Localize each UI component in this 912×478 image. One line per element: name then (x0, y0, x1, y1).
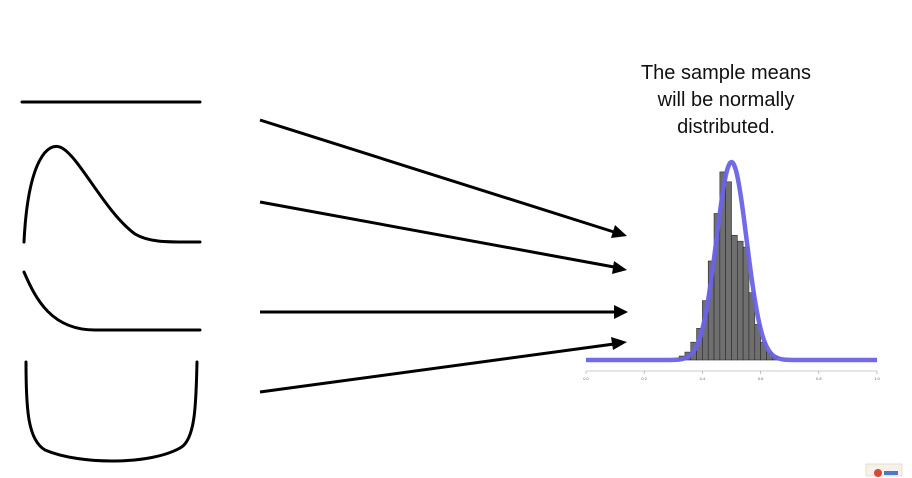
sample-means-histogram: 0.0 0.2 0.4 0.6 0.8 1.0 (583, 159, 881, 381)
histogram-bar (725, 181, 732, 361)
histogram-x-ticks: 0.0 0.2 0.4 0.6 0.8 1.0 (583, 371, 881, 381)
arrow-exponential (260, 305, 628, 319)
x-tick-label: 0.4 (700, 376, 706, 381)
population-distributions (20, 100, 202, 463)
x-tick-label: 1.0 (874, 376, 880, 381)
x-tick-label: 0.6 (758, 376, 764, 381)
caption-line-3: distributed. (677, 116, 775, 138)
histogram-bar (737, 240, 744, 361)
caption-line-2: will be normally (657, 89, 795, 111)
arrow-right-skewed (259, 200, 627, 274)
x-tick-label: 0.0 (583, 376, 589, 381)
arrow-u-shaped (259, 337, 627, 394)
caption: The sample means will be normally distri… (596, 60, 856, 141)
exponential-distribution-shape (22, 270, 202, 332)
histogram-bar (731, 234, 738, 361)
caption-line-1: The sample means (640, 62, 812, 84)
x-tick-label: 0.8 (816, 376, 822, 381)
u-shaped-distribution-shape (24, 360, 199, 463)
arrow-uniform (259, 118, 627, 238)
histogram-bars (678, 171, 779, 361)
normal-curve (584, 159, 879, 363)
sampling-arrows (259, 118, 628, 394)
x-tick-label: 0.2 (641, 376, 647, 381)
watermark-logo (865, 463, 903, 477)
right-skewed-distribution-shape (22, 144, 202, 244)
